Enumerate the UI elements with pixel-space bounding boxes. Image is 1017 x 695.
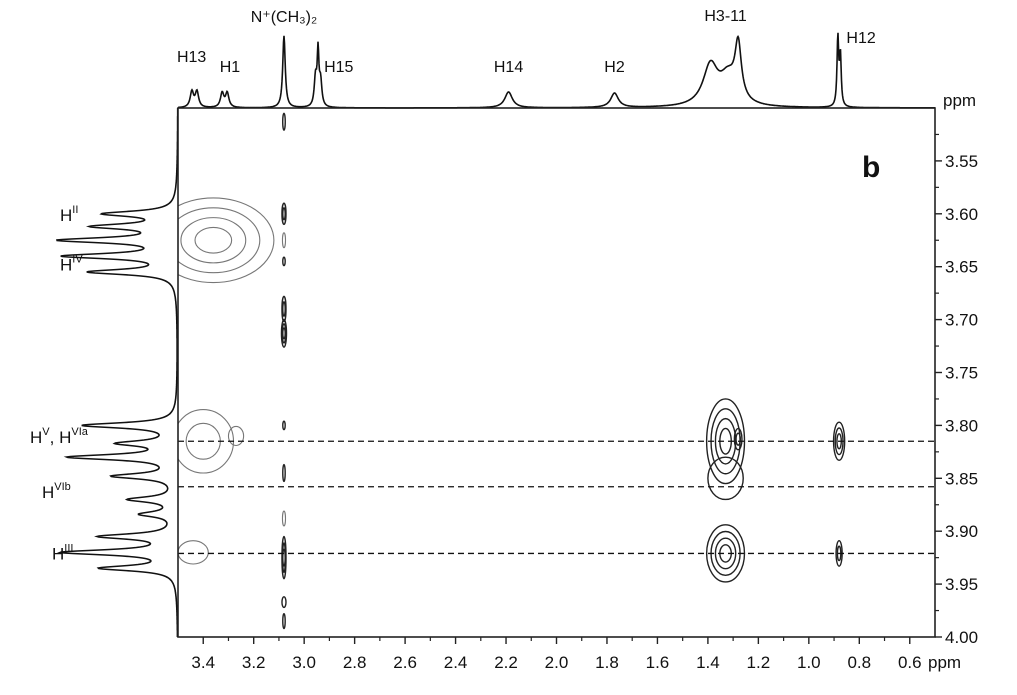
x-tick-label: 1.0 xyxy=(797,653,821,672)
x-tick-label: 3.2 xyxy=(242,653,266,672)
cross-peak-contour xyxy=(282,112,286,131)
x-tick-label: 1.6 xyxy=(646,653,670,672)
cross-peak-contour xyxy=(282,327,286,340)
peak-label: H2 xyxy=(604,59,625,76)
y-tick-label: 4.00 xyxy=(945,628,978,647)
x-tick-label: 2.8 xyxy=(343,653,367,672)
peak-label: HIII xyxy=(52,542,73,563)
cross-peak-contour xyxy=(282,613,286,630)
y-tick-label: 3.95 xyxy=(945,575,978,594)
x-tick-label: 0.8 xyxy=(847,653,871,672)
cross-peak-contour xyxy=(280,318,288,348)
cross-peak-contour xyxy=(178,540,209,565)
cross-peak-contour xyxy=(194,226,233,254)
label-superscript: VIa xyxy=(71,426,88,438)
cross-peak-contour xyxy=(178,197,275,284)
cross-peak-contour xyxy=(281,202,287,226)
peak-label: H1 xyxy=(220,59,241,76)
y-axis-label: ppm xyxy=(943,91,976,110)
x-axis-label: ppm xyxy=(928,653,961,672)
y-axis: 3.55 3.60 3.65 3.70 3.75 3.80 3.85 3.90 3.95 4.00 xyxy=(935,133,978,647)
label-text: H xyxy=(30,428,42,447)
top-1d-spectrum xyxy=(178,32,935,109)
x-tick-label: 3.0 xyxy=(292,653,316,672)
label-superscript: II xyxy=(72,204,78,216)
peak-label: HII xyxy=(60,204,78,225)
cross-peak-contour xyxy=(281,295,287,323)
cross-peak-contour xyxy=(281,510,287,527)
cross-peak-contour xyxy=(282,463,286,483)
y-tick-label: 3.55 xyxy=(945,152,978,171)
panel-label: b xyxy=(862,151,880,184)
contour-layer xyxy=(178,112,846,630)
cross-peak-contour xyxy=(282,207,286,221)
label-text: H xyxy=(60,256,72,275)
x-tick-label: 1.4 xyxy=(696,653,720,672)
cross-peak-contour xyxy=(180,217,247,264)
cross-peak-contour xyxy=(282,420,286,431)
label-text: H xyxy=(52,544,64,563)
x-tick-label: 2.6 xyxy=(393,653,417,672)
label-text: , H xyxy=(50,428,72,447)
x-axis: 3.4 3.2 3.0 2.8 2.6 2.4 2.2 2.0 1.8 1.6 1.4 1.2 1.0 0… xyxy=(191,637,922,672)
cross-peak-contour xyxy=(705,398,746,485)
y-tick-label: 3.60 xyxy=(945,205,978,224)
y-tick-label: 3.90 xyxy=(945,522,978,541)
cross-peak-contour xyxy=(281,232,287,249)
label-superscript: VIb xyxy=(54,481,71,493)
cross-peak-contour xyxy=(282,301,286,317)
x-tick-label: 3.4 xyxy=(191,653,215,672)
x-tick-label: 1.8 xyxy=(595,653,619,672)
label-superscript: III xyxy=(64,542,73,554)
x-tick-label: 2.4 xyxy=(444,653,468,672)
peak-label: H15 xyxy=(324,59,353,76)
label-superscript: V xyxy=(42,426,50,438)
y-tick-label: 3.70 xyxy=(945,311,978,330)
left-1d-spectrum xyxy=(56,108,179,637)
x-tick-label: 1.2 xyxy=(747,653,771,672)
peak-label: HIV xyxy=(60,254,83,275)
cross-peak-contour xyxy=(227,425,245,447)
label-text: H xyxy=(42,483,54,502)
peak-label: H3-11 xyxy=(704,8,746,25)
x-tick-label: 0.6 xyxy=(898,653,922,672)
y-tick-label: 3.65 xyxy=(945,258,978,277)
cross-peak-contour xyxy=(282,548,286,567)
cross-peak-contour xyxy=(733,427,743,451)
cross-peak-contour xyxy=(282,256,286,267)
cross-peak-contour xyxy=(735,432,742,446)
cross-peak-contour xyxy=(281,596,287,609)
reference-lines xyxy=(178,440,935,555)
label-text: H xyxy=(60,206,72,225)
label-superscript: IV xyxy=(72,254,83,266)
x-tick-label: 2.2 xyxy=(494,653,518,672)
y-tick-label: 3.75 xyxy=(945,364,978,383)
peak-label: HV, HVIa xyxy=(30,426,89,447)
cross-peak-contour xyxy=(178,207,261,274)
peak-label: H14 xyxy=(494,59,523,76)
y-tick-label: 3.85 xyxy=(945,469,978,488)
cross-peak-contour xyxy=(705,524,746,583)
peak-label: N⁺(CH₃)₂ xyxy=(251,9,318,26)
peak-label: H13 xyxy=(177,49,206,66)
x-tick-label: 2.0 xyxy=(545,653,569,672)
y-tick-label: 3.80 xyxy=(945,416,978,435)
peak-label: H12 xyxy=(846,30,875,47)
peak-label: HVIb xyxy=(42,481,71,502)
cross-peak-contour xyxy=(707,456,744,501)
plot-frame xyxy=(177,107,936,638)
cross-peak-contour xyxy=(714,537,737,570)
